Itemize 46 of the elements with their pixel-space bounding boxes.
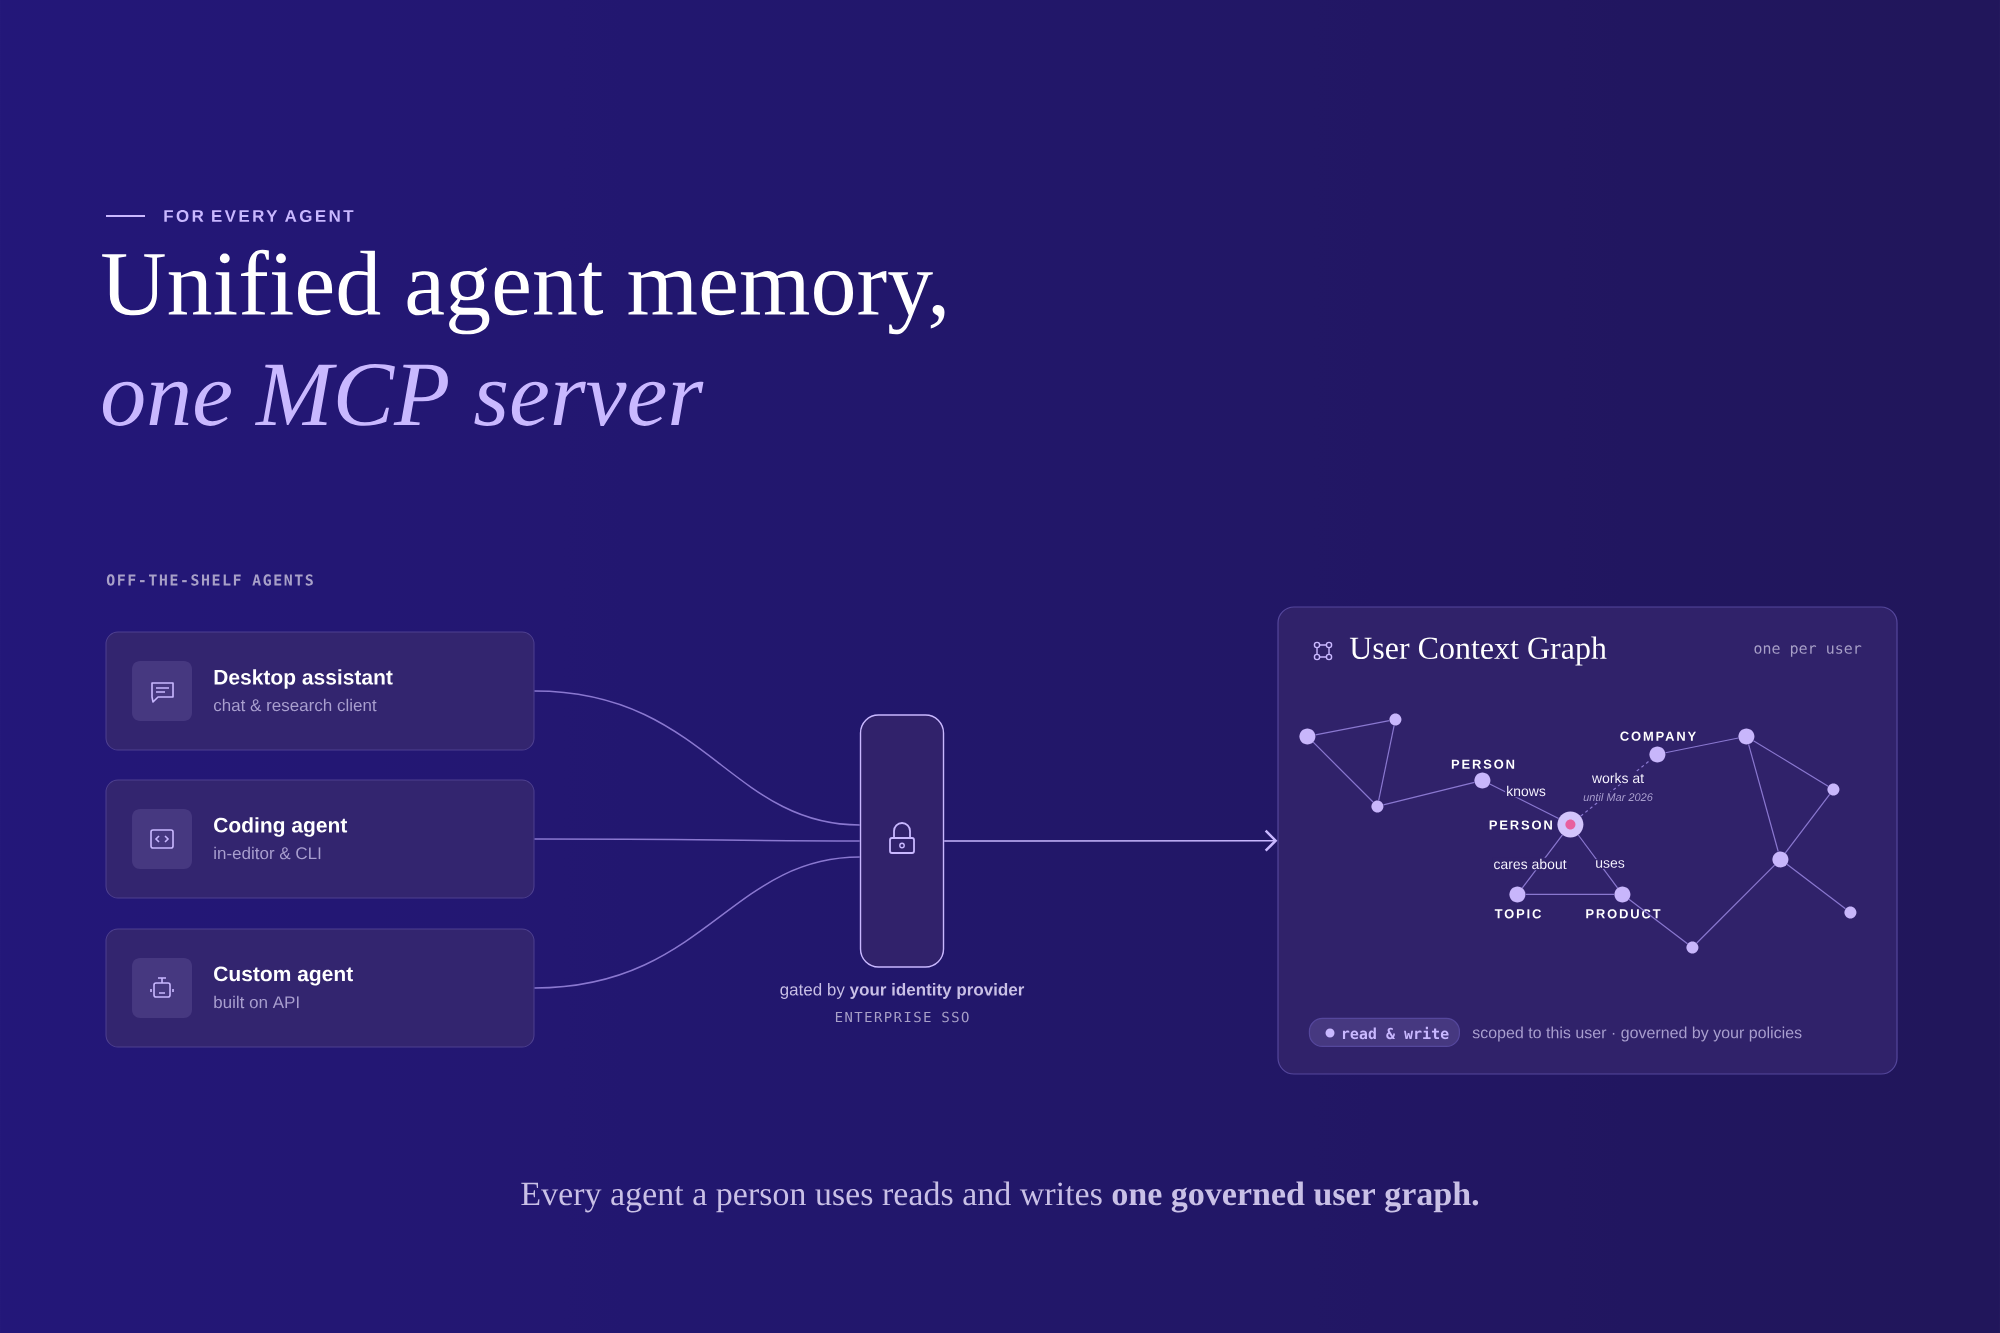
graph-node [1389,713,1402,726]
node-type-label: PERSON [1451,759,1515,769]
connector-line [1786,863,1847,910]
connector-line [1784,793,1831,854]
graph-node [1827,783,1840,796]
connector-line [1628,898,1689,945]
section-label: OFF-THE-SHELF AGENTS [106,574,313,586]
connector-line [1752,740,1829,787]
note-text: one per user [1754,645,1862,657]
node-type-label: PERSON [1489,820,1552,830]
edge-label: uses [1594,859,1626,869]
connector-line [1748,743,1779,853]
connector-line [533,856,861,989]
connector-line [533,838,861,842]
connector-line [1378,724,1395,801]
graph-node [1772,851,1789,868]
agent-card: Custom agent built on API [105,928,535,1048]
arrow [943,829,1278,852]
node-type-label: PRODUCT [1586,909,1661,919]
edge-note: until Mar 2026 [1582,791,1654,803]
agent-card: Desktop assistant chat & research client [105,631,535,751]
headline: Unified agent memory, [102,249,945,335]
connector-line [1312,741,1374,803]
status-pill: read & write [1308,1017,1460,1047]
headline: one MCP server [102,364,704,426]
graph-node [1686,941,1699,954]
connector-line [533,690,861,826]
note-text: scoped to this user · governed by your policies [1472,1026,1802,1042]
node-type-label: TOPIC [1494,909,1542,919]
eyebrow-text: FOR EVERY AGENT [164,210,354,222]
connector-line [1314,720,1390,736]
connector-line [1382,781,1476,806]
graph-node [1299,728,1316,745]
caption-text: ENTERPRISE SSO [835,1011,969,1023]
connector-line [1696,864,1776,944]
connector-line [1525,893,1615,895]
node-type-label: COMPANY [1620,731,1696,741]
caption: Every agent a person uses reads and writes one governed user graph. [521,1181,1479,1213]
agent-card: Coding agent in-editor & CLI [105,779,535,899]
caption-text: gated by your identity provider [780,983,1025,999]
graph-node [1844,906,1857,919]
graph-node [1371,800,1384,813]
graph-node [1738,728,1755,745]
connector-line [1580,758,1652,817]
connector-line [1489,783,1560,820]
connector-line [1664,737,1739,754]
